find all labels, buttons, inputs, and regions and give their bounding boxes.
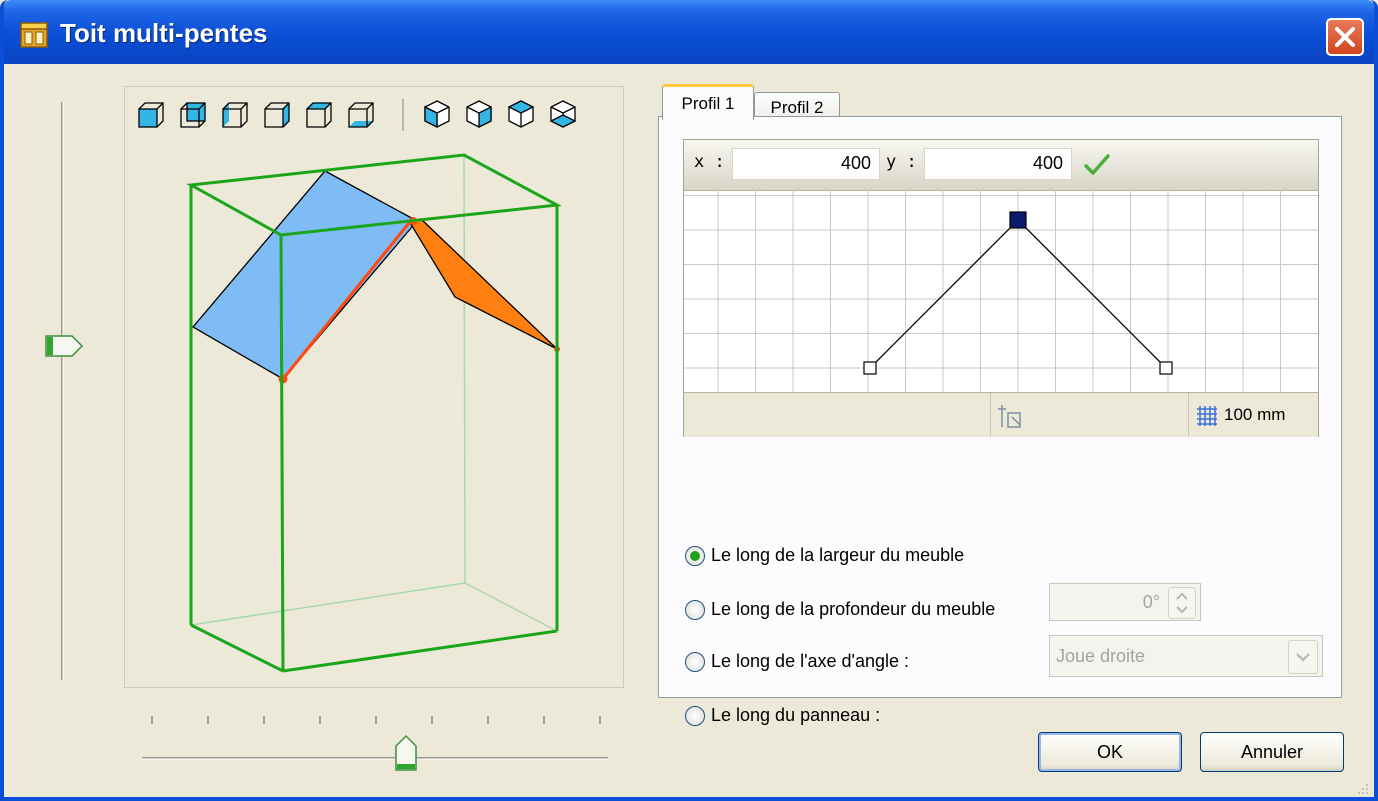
radio-angle-axis[interactable] (685, 651, 705, 672)
radio-depth[interactable] (685, 599, 705, 620)
grid-size-label: 100 mm (1224, 405, 1286, 424)
view-left-icon[interactable] (222, 102, 248, 128)
view-iso-4-icon[interactable] (549, 100, 577, 128)
spin-arrows[interactable] (1168, 587, 1196, 619)
view-iso-2-icon[interactable] (466, 100, 492, 129)
view-right-icon[interactable] (264, 102, 290, 128)
profile-grid[interactable] (684, 190, 1318, 392)
profile-point[interactable] (863, 361, 877, 375)
vertical-slider[interactable] (40, 96, 90, 686)
close-icon (1335, 27, 1355, 47)
3d-model (186, 153, 562, 673)
3d-preview[interactable] (124, 86, 624, 688)
profile-point[interactable] (1159, 361, 1173, 375)
profil-panel: x : 400 y : 400 (658, 116, 1342, 726)
view-front-icon[interactable] (138, 102, 164, 128)
angle-value: 0° (1142, 592, 1160, 612)
y-label: y : (886, 152, 917, 172)
option-panel-label: Le long du panneau : (711, 705, 881, 725)
profile-point-selected[interactable] (1009, 211, 1027, 229)
resize-grip-icon[interactable] (1354, 780, 1370, 796)
checkmark-icon[interactable] (1082, 152, 1112, 178)
panel-select-button[interactable] (1288, 640, 1318, 674)
coordinate-bar: x : 400 y : 400 (684, 140, 1318, 191)
radio-panel[interactable] (685, 705, 705, 726)
panel-select[interactable]: Joue droite (1049, 635, 1323, 677)
editor-status-bar: 100 mm (684, 392, 1318, 437)
option-angle-axis-label: Le long de l'axe d'angle : (711, 651, 910, 671)
option-panel[interactable]: Le long du panneau : (685, 705, 880, 726)
title-bar[interactable]: Toit multi-pentes (4, 0, 1374, 64)
chevron-down-icon (1296, 653, 1310, 662)
option-angle-axis[interactable]: Le long de l'axe d'angle : (685, 651, 909, 672)
view-iso-1-icon[interactable] (424, 100, 450, 129)
grid-icon[interactable] (1196, 405, 1218, 427)
view-bottom-icon[interactable] (348, 102, 374, 128)
horizontal-slider-thumb[interactable] (395, 734, 417, 771)
cancel-button[interactable]: Annuler (1200, 732, 1344, 772)
x-input[interactable]: 400 (732, 148, 880, 180)
option-width-label: Le long de la largeur du meuble (711, 545, 965, 565)
view-toolbar (138, 99, 577, 131)
view-top-icon[interactable] (306, 102, 332, 128)
option-width[interactable]: Le long de la largeur du meuble (685, 545, 964, 566)
y-input[interactable]: 400 (924, 148, 1072, 180)
spin-arrows-icon (1176, 592, 1188, 614)
radio-width[interactable] (685, 545, 705, 566)
panel-select-value: Joue droite (1056, 646, 1146, 666)
origin-icon[interactable] (996, 401, 1026, 431)
angle-spinner[interactable]: 0° (1049, 583, 1201, 621)
profile-editor: x : 400 y : 400 (683, 139, 1319, 437)
roof-panel-left (192, 170, 419, 380)
option-depth[interactable]: Le long de la profondeur du meuble (685, 599, 995, 620)
window-title: Toit multi-pentes (60, 18, 268, 48)
option-depth-label: Le long de la profondeur du meuble (711, 599, 996, 619)
furniture-icon (20, 22, 48, 48)
tab-profil-1[interactable]: Profil 1 (662, 84, 754, 120)
horizontal-slider[interactable] (136, 706, 616, 776)
vertical-slider-thumb[interactable] (45, 335, 84, 357)
ok-button[interactable]: OK (1038, 732, 1182, 772)
x-label: x : (694, 152, 725, 172)
view-back-icon[interactable] (180, 102, 206, 128)
dialog-client: Profil 1 Profil 2 x : 400 y : 400 (4, 64, 1374, 797)
close-button[interactable] (1326, 18, 1364, 56)
view-iso-3-icon[interactable] (507, 100, 535, 128)
